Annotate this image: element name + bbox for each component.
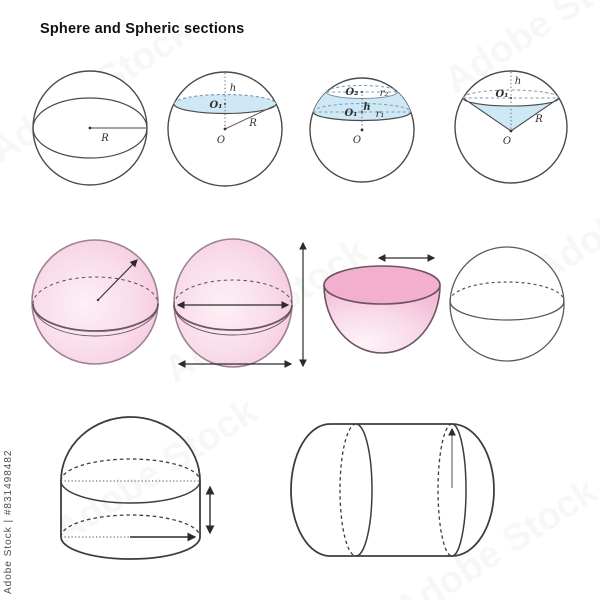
junction-front-arc <box>60 480 201 504</box>
page-title: Sphere and Spheric sections <box>40 21 245 37</box>
lower-center-dot <box>361 111 363 113</box>
label-h: h <box>230 83 236 94</box>
figure-pink-sphere-radius-arrow <box>31 239 159 365</box>
equator-rim-arc <box>32 303 159 337</box>
right-cap-arc <box>451 423 495 557</box>
center-dot <box>223 127 227 131</box>
equator-back-arc <box>32 97 148 129</box>
cap-back-edge <box>173 93 277 105</box>
label-h: h <box>515 76 521 87</box>
figure-spherical-cap: h O₁ R O <box>167 71 283 187</box>
bowl-outline <box>323 284 441 354</box>
figure-spherical-dome-segment <box>60 416 215 560</box>
cap-center-dot <box>224 103 226 105</box>
upper-center-dot <box>361 91 363 93</box>
right-section-front-arc <box>451 423 467 557</box>
label-R: R <box>100 133 109 144</box>
sphere-outline <box>449 246 565 362</box>
center-dot <box>88 126 92 130</box>
equator-front-arc <box>32 303 159 332</box>
base-front-arc <box>60 536 201 560</box>
center-dot <box>509 129 513 133</box>
figure-capsule-cylinder <box>290 423 495 557</box>
equator-rim-arc <box>173 304 293 336</box>
base-back-arc <box>60 514 201 538</box>
label-O: O <box>353 135 361 146</box>
figure-spherical-sector: h O₁ R O <box>454 70 568 184</box>
left-cap-arc <box>290 423 331 557</box>
radius-arrow <box>97 259 138 301</box>
sphere-body <box>173 238 293 368</box>
label-r1: r₁ <box>376 109 385 120</box>
cap-center-dot <box>510 97 512 99</box>
label-O1: O₁ <box>209 100 222 111</box>
figure-sphere-radius: R <box>32 70 148 186</box>
equator-back-arc <box>449 281 565 302</box>
junction-back-arc <box>60 458 201 482</box>
left-section-front-arc <box>355 423 373 557</box>
equator-front-arc <box>449 300 565 321</box>
equator-front-arc <box>173 304 293 331</box>
center-dot <box>360 128 364 132</box>
label-O1: O₁ <box>495 89 508 100</box>
figure-white-sphere <box>449 246 565 362</box>
label-r2: r₂ <box>380 88 389 99</box>
left-section-back-arc <box>339 423 357 557</box>
lower-back-edge <box>312 102 412 113</box>
right-section-back-arc <box>437 423 453 557</box>
bowl-top-face <box>323 265 441 305</box>
label-O: O <box>503 136 511 147</box>
equator-back-arc <box>32 276 159 305</box>
cap-front-edge <box>173 103 277 115</box>
equator-front-arc <box>32 127 148 159</box>
label-O: O <box>217 135 225 146</box>
upper-back-edge <box>325 84 399 93</box>
label-R: R <box>248 118 257 129</box>
sphere-body <box>31 239 159 365</box>
dome-arc <box>60 416 201 482</box>
cap-back-edge <box>462 89 560 99</box>
equator-back-arc <box>173 279 293 306</box>
figure-pink-sphere-dimensions <box>173 238 307 368</box>
figure-spherical-zone: O₂ r₂ O₁ h r₁ O <box>309 77 415 183</box>
label-O1: O₁ <box>344 108 357 119</box>
figure-pink-hemisphere-bowl <box>323 254 441 354</box>
label-h: h <box>363 102 370 113</box>
label-R: R <box>534 114 543 125</box>
label-O2: O₂ <box>345 87 359 98</box>
radius-line <box>224 105 275 130</box>
lower-front-edge <box>312 111 412 122</box>
